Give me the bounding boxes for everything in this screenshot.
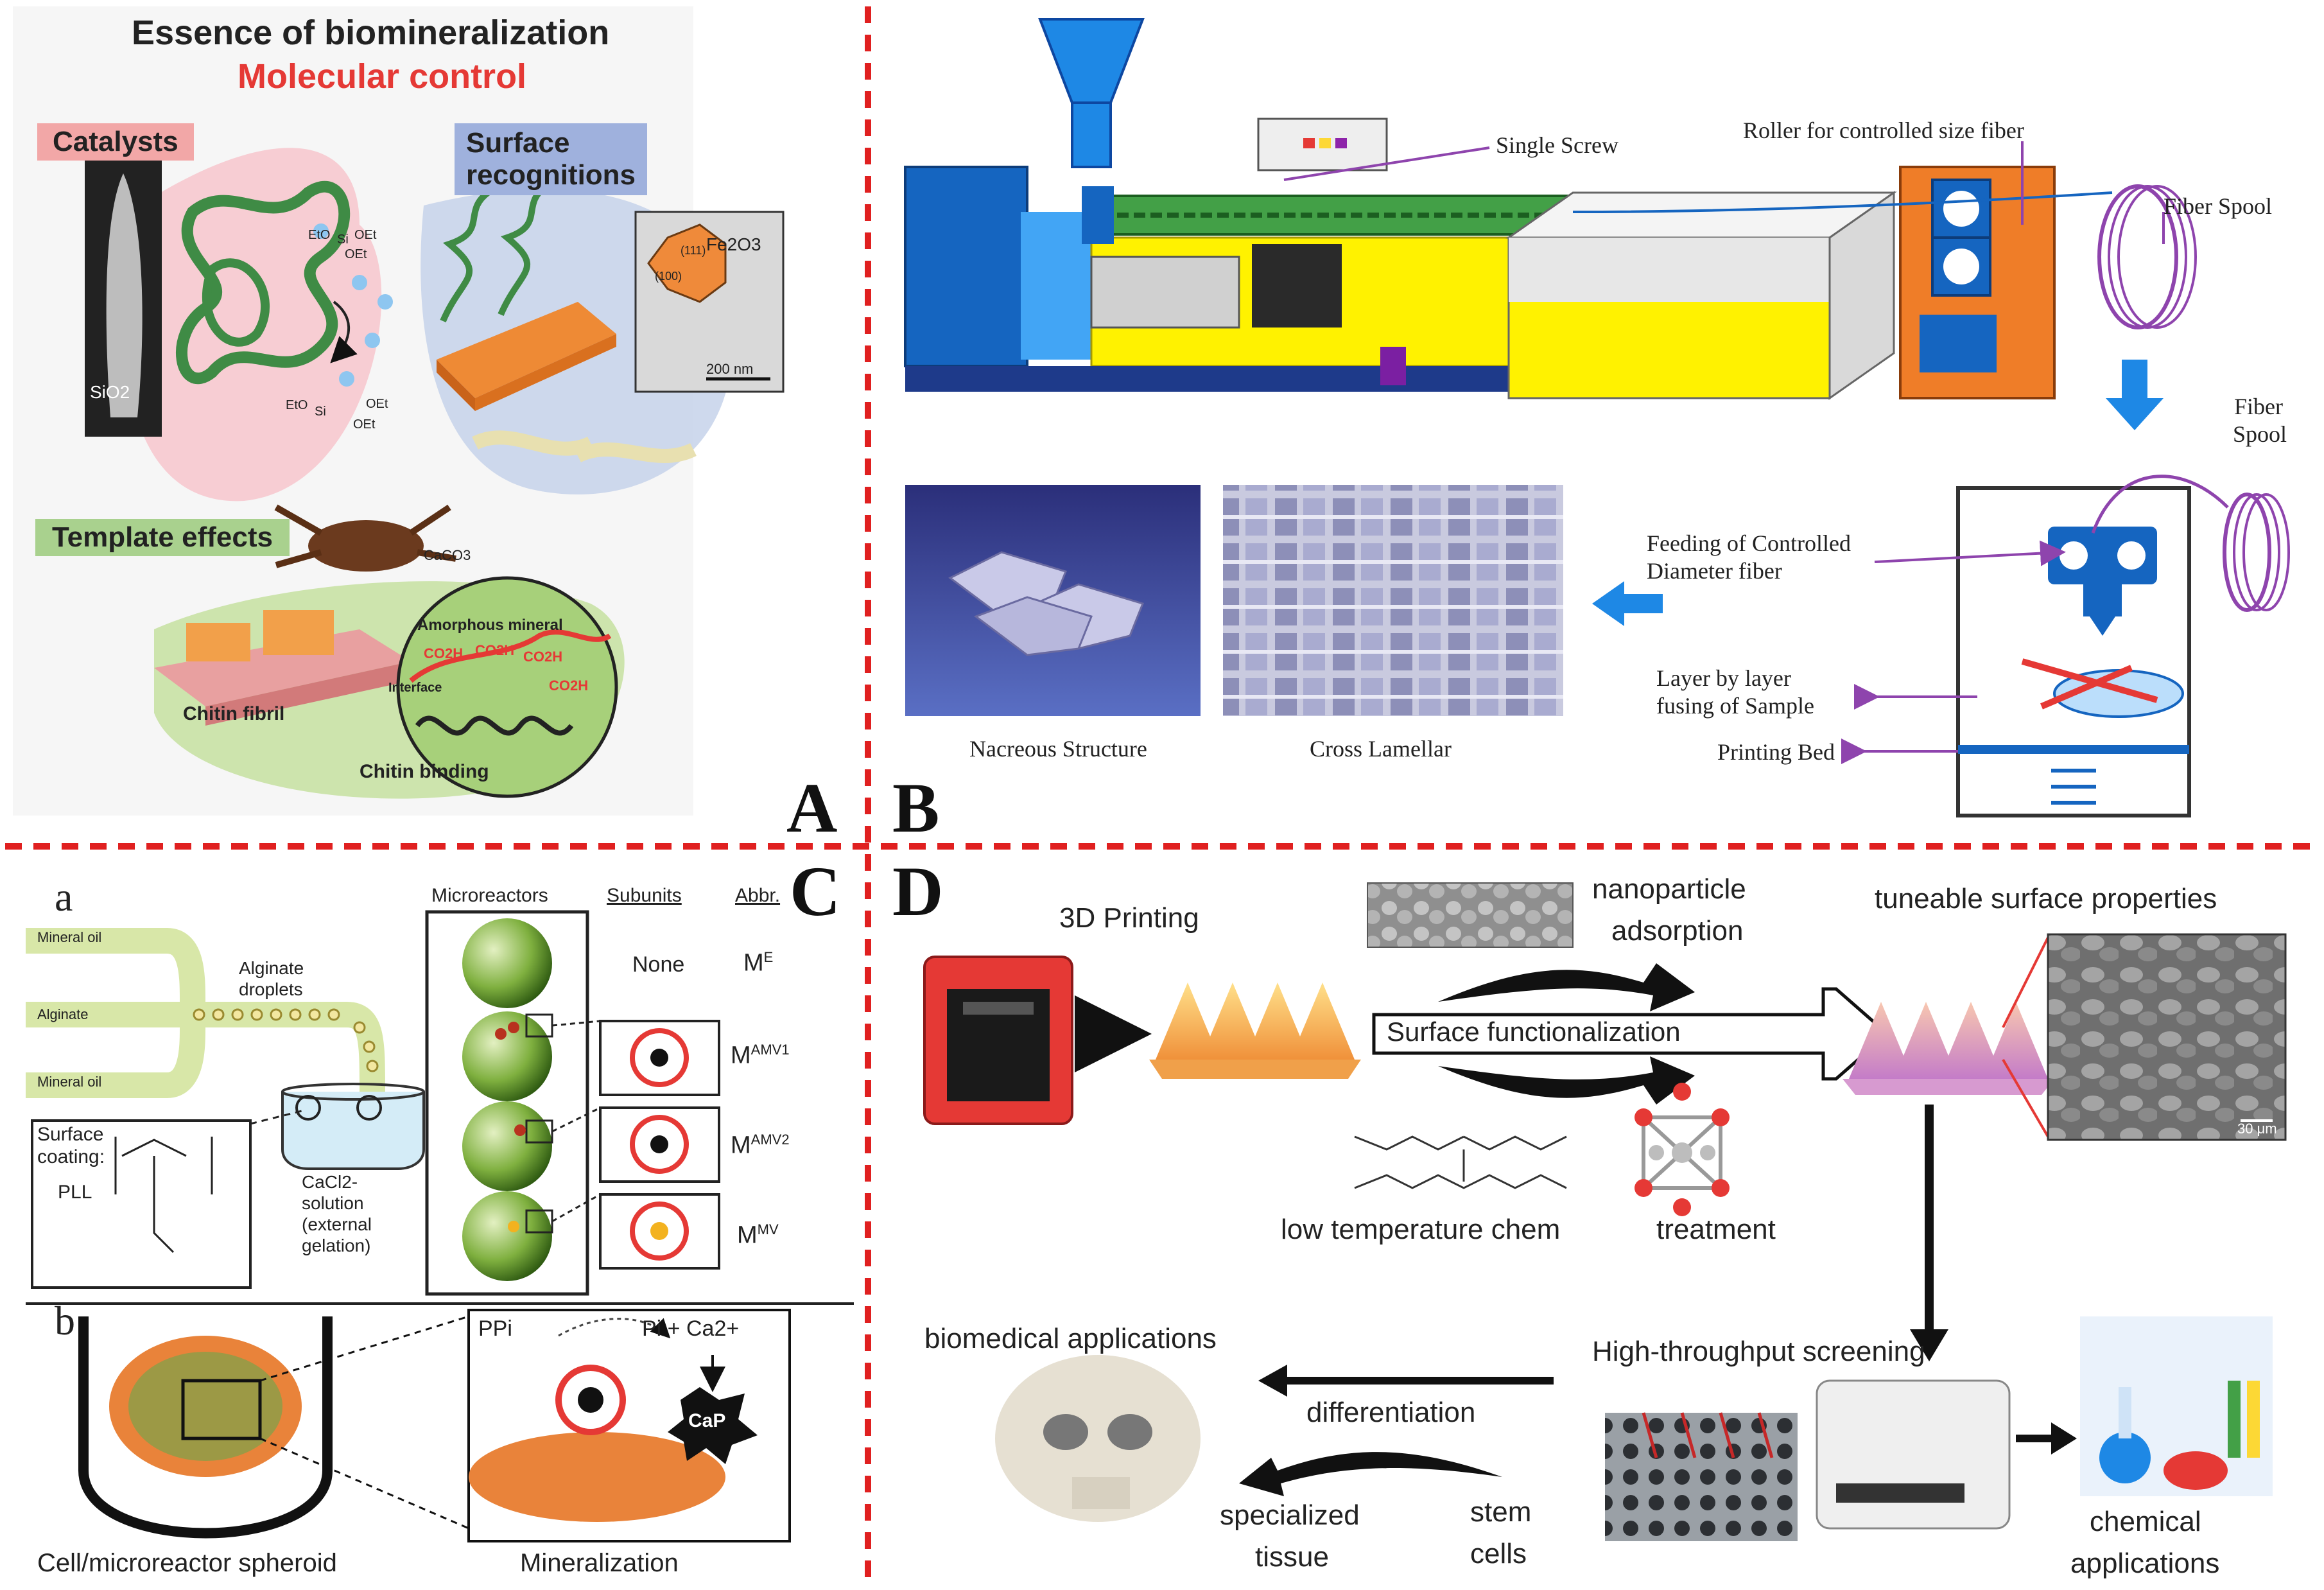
alginate-droplets-label-1: Alginate [239,958,304,978]
layer-label-2: fusing of Sample [1656,693,1814,719]
co2h-label-1: CO2H [424,645,464,661]
chitin-fibril-label: Chitin fibril [183,703,285,724]
cap-label: CaP [688,1410,726,1431]
printing-bed-label: Printing Bed [1717,739,1835,765]
chemical-label-2: applications [2070,1548,2220,1579]
pi-ca-label: Pi + Ca2+ [642,1316,740,1341]
cross-lamellar-label: Cross Lamellar [1310,736,1452,762]
tuneable-label: tuneable surface properties [1875,883,2217,914]
panel-letter-a: A [786,769,838,847]
abbr-me: ME [743,949,774,977]
co2h-label-2: CO2H [475,642,515,658]
differentiation-label: differentiation [1306,1397,1476,1428]
abbr-header: Abbr. [735,885,781,906]
mineral-oil-bottom-label: Mineral oil [37,1074,102,1090]
alginate-droplets-label-2: droplets [239,979,303,999]
caco3-label: CaCO3 [424,547,471,563]
microreactors-header: Microreactors [431,885,548,906]
pll-label: PLL [58,1182,92,1203]
abbr-mamv2: MAMV2 [731,1131,790,1159]
specialized-label-1: specialized [1220,1499,1360,1531]
nanoparticle-label-1: nanoparticle [1592,873,1746,905]
printing-3d-label: 3D Printing [1059,902,1199,934]
abbr-mmv: MMV [737,1221,779,1249]
panel-letter-b: B [892,769,940,847]
nacreous-label: Nacreous Structure [969,736,1147,762]
stem-label-1: stem [1470,1496,1532,1528]
mineral-oil-top-label: Mineral oil [37,929,102,945]
subpanel-a-label: a [55,874,73,920]
cacl2-label-2: solution [302,1193,364,1213]
subunit-none-label: None [632,952,685,977]
facet-111-label: (111) [681,244,706,257]
ethoxy-top-3: OEt [354,228,377,242]
cacl2-label-1: CaCl2- [302,1172,358,1192]
panel-d-graphics [923,882,2287,1541]
ethoxy-top-1: EtO [308,228,331,242]
template-effects-label: Template effects [35,519,290,556]
single-screw-label: Single Screw [1496,132,1618,158]
surface-coating-label-1: Surface [37,1124,104,1145]
abbr-mamv1: MAMV1 [731,1042,790,1069]
surface-recognitions-label: Surface recognitions [455,123,648,195]
specialized-label-2: tissue [1255,1541,1329,1573]
chemical-label-1: chemical [2090,1506,2201,1537]
spheroid-label: Cell/microreactor spheroid [37,1549,337,1577]
facet-100-label: (100) [655,270,682,283]
surface-coating-label-2: coating: [37,1146,105,1167]
panel-letter-c: C [790,852,841,930]
panel-letter-d: D [892,852,944,930]
ethoxy-bottom-1: EtO [286,398,308,412]
subpanel-b-label: b [55,1298,75,1343]
chitin-binding-label: Chitin binding [360,761,489,782]
panel-c-graphics [26,910,854,1542]
ethoxy-top-4: OEt [345,247,367,261]
roller-label: Roller for controlled size fiber [1743,118,2024,143]
subunits-header: Subunits [607,885,682,906]
cacl2-label-3: (external [302,1214,372,1234]
mineralization-label: Mineralization [520,1549,679,1577]
scale-200nm-label: 200 nm [706,361,754,377]
amorphous-mineral-label: Amorphous mineral [417,616,563,634]
panel-a-title: Essence of biomineralization [132,13,610,52]
surface-functionalization-label: Surface functionalization [1387,1017,1681,1047]
stem-label-2: cells [1470,1538,1527,1569]
high-throughput-label: High-throughput screening [1592,1336,1925,1367]
ppi-label: PPi [478,1316,512,1341]
co2h-label-3: CO2H [523,649,563,665]
panel-b-graphics [904,18,2290,817]
ethoxy-bottom-4: OEt [353,417,376,432]
feeding-label-1: Feeding of Controlled [1647,530,1851,556]
treatment-label: treatment [1656,1214,1776,1245]
fiber-spool-label-2a: Fiber [2234,394,2283,419]
feeding-label-2: Diameter fiber [1647,558,1782,584]
alginate-label: Alginate [37,1006,89,1022]
co2h-label-4: CO2H [549,677,589,694]
panel-a-subtitle: Molecular control [238,57,527,96]
fiber-spool-label-2b: Spool [2233,421,2287,447]
nanoparticle-label-2: adsorption [1611,915,1744,947]
scale-30um-label: 30 μm [2237,1121,2277,1137]
ethoxy-bottom-2: Si [315,405,326,419]
cacl2-label-4: gelation) [302,1236,371,1255]
layer-label-1: Layer by layer [1656,665,1791,691]
fe2o3-label: Fe2O3 [706,234,761,254]
ethoxy-top-2: Si [337,232,349,247]
fiber-spool-label-1: Fiber Spool [2164,193,2273,219]
sio2-label: SiO2 [90,382,130,402]
ethoxy-bottom-3: OEt [366,397,388,411]
catalysts-label: Catalysts [37,123,194,161]
biomedical-label: biomedical applications [924,1323,1217,1354]
low-temp-label: low temperature chem [1281,1214,1561,1245]
interface-label: Interface [388,681,442,695]
